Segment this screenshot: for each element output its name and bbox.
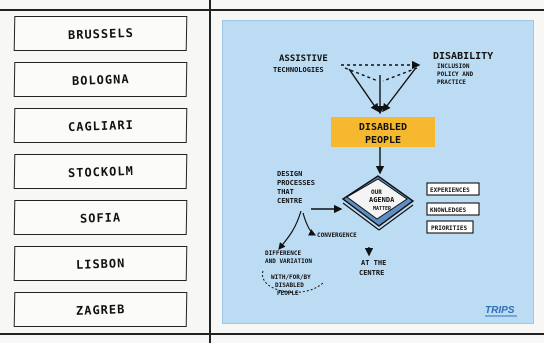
priorities-banner: PRIORITIES: [426, 220, 474, 234]
trips-logo: TRIPS: [485, 305, 515, 316]
design-label-3: THAT: [277, 188, 294, 196]
with-label-1: WITH/FOR/BY: [271, 274, 311, 281]
book-title-3: MATTER: [373, 206, 392, 212]
with-label-3: PEOPLE: [277, 290, 299, 297]
disabled-label: DISABLED: [359, 122, 407, 133]
agenda-poster: ASSISTIVE TECHNOLOGIES DISABILITY INCLUS…: [222, 20, 534, 324]
knowledges-banner: KNOWLEDGES: [426, 202, 480, 216]
disability-sub-3: PRACTICE: [437, 79, 466, 86]
top-rule: [0, 9, 544, 11]
city-label: LISBON: [75, 255, 126, 272]
disability-sub-1: INCLUSION: [437, 63, 470, 70]
poster-illustration: ASSISTIVE TECHNOLOGIES DISABILITY INCLUS…: [262, 51, 517, 317]
city-label: STOCKOLM: [67, 163, 134, 180]
book-title-1: OUR: [371, 189, 382, 196]
people-label: PEOPLE: [365, 135, 401, 146]
svg-text:PRIORITIES: PRIORITIES: [431, 225, 468, 232]
city-button-zagreb[interactable]: ZAGREB: [13, 292, 188, 327]
convergence-label: CONVERGENCE: [317, 232, 357, 239]
disabled-people-highlight: [331, 117, 435, 147]
triangle-diagram: [311, 60, 421, 257]
difference-label-1: DIFFERENCE: [265, 250, 302, 257]
city-label: ZAGREB: [75, 301, 126, 318]
design-label-4: CENTRE: [277, 197, 302, 205]
city-button-sofia[interactable]: SOFIA: [13, 200, 188, 235]
book-title-2: AGENDA: [369, 196, 395, 204]
at-the-label: AT THE: [361, 259, 386, 267]
city-button-bologna[interactable]: BOLOGNA: [13, 62, 188, 97]
city-button-stockolm[interactable]: STOCKOLM: [13, 154, 188, 189]
city-button-lisbon[interactable]: LISBON: [13, 246, 188, 281]
city-button-cagliari[interactable]: CAGLIARI: [13, 108, 188, 143]
city-button-brussels[interactable]: BRUSSELS: [13, 16, 188, 51]
assistive-label-2: TECHNOLOGIES: [273, 66, 324, 74]
experiences-banner: EXPERIENCES: [426, 182, 480, 196]
design-label-1: DESIGN: [277, 170, 302, 178]
centre-label: CENTRE: [359, 269, 384, 277]
city-label: SOFIA: [79, 209, 122, 226]
agenda-book-icon: [341, 175, 415, 231]
city-label: BOLOGNA: [71, 71, 130, 88]
with-label-2: DISABLED: [275, 282, 304, 289]
city-label: CAGLIARI: [67, 117, 134, 134]
bottom-rule: [0, 333, 544, 335]
svg-text:KNOWLEDGES: KNOWLEDGES: [430, 207, 467, 214]
svg-text:EXPERIENCES: EXPERIENCES: [430, 187, 470, 194]
difference-label-2: AND VARIATION: [265, 258, 312, 265]
vertical-divider: [209, 0, 211, 343]
design-label-2: PROCESSES: [277, 179, 315, 187]
assistive-label: ASSISTIVE: [279, 54, 328, 64]
disability-sub-2: POLICY AND: [437, 71, 474, 78]
city-label: BRUSSELS: [67, 25, 134, 42]
disability-label: DISABILITY: [433, 51, 493, 62]
